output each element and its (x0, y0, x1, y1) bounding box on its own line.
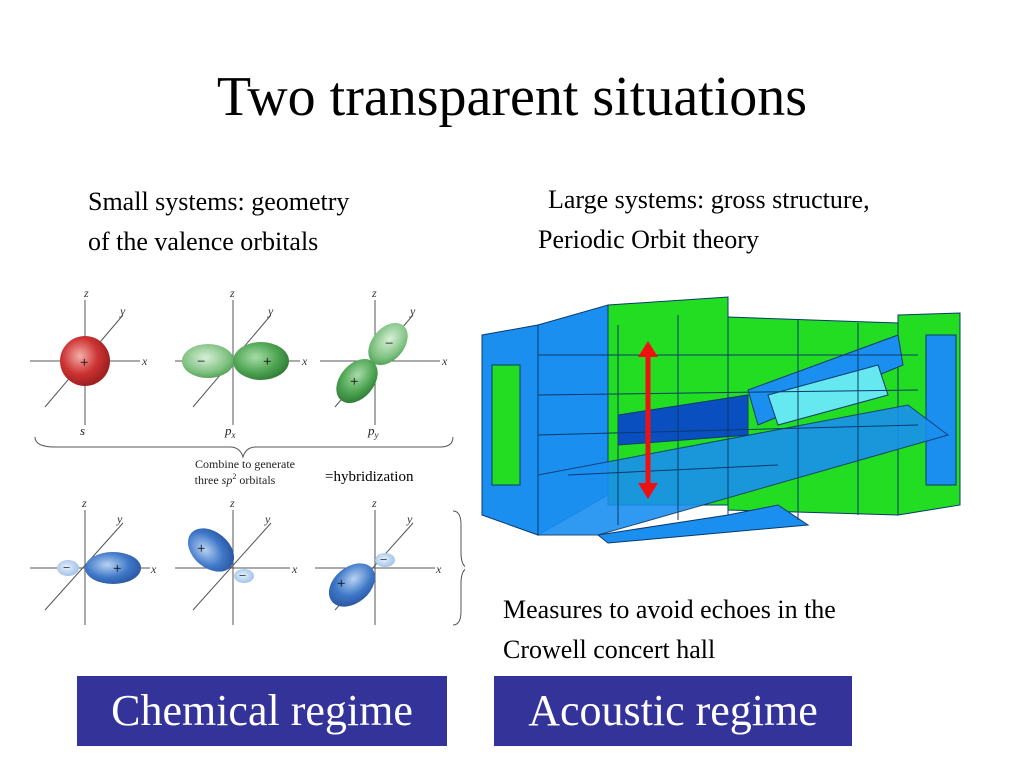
s-plus-sign: + (80, 355, 88, 371)
sp2b-z-label: z (229, 496, 235, 510)
px-orbital-label: px (224, 423, 236, 440)
px-plus-sign: + (263, 354, 271, 370)
sp2a-z-label: z (81, 496, 87, 510)
py-minus-sign: − (385, 336, 393, 352)
py-plus-sign: + (350, 374, 358, 390)
echo-arrow-head-up (638, 341, 658, 357)
sp2c-small-lobe (375, 553, 395, 567)
sp2a-plus-sign: + (113, 561, 121, 577)
left-caption: Small systems: geometry of the valence o… (88, 187, 350, 256)
sp2b-y-axis (192, 522, 272, 611)
hall-caption: Measures to avoid echoes in the Crowell … (503, 595, 836, 664)
px-x-label: x (301, 354, 308, 368)
combine-text-line1: Combine to generate (195, 457, 295, 471)
sp2a-large-lobe (85, 552, 141, 584)
px-minus-sign: − (197, 354, 205, 370)
echo-arrow-head-down (638, 483, 658, 499)
py-negative-lobe (368, 322, 408, 366)
sp2b-plus-sign: + (197, 541, 205, 557)
combine-text-line2: three sp2 orbitals (195, 472, 276, 487)
py-positive-lobe (336, 358, 378, 404)
hall-floor (537, 404, 950, 536)
sp2a-y-label: y (116, 512, 123, 526)
hall-left-panel (491, 364, 521, 486)
s-orbital-label: s (80, 423, 85, 438)
sp2a-x-label: x (150, 562, 157, 576)
orbital-diagram: + − + − + + − + − + − z y x z y x z y x … (30, 286, 465, 626)
s-z-label: z (83, 286, 89, 300)
sp2c-plus-sign: + (337, 576, 345, 592)
s-y-label: y (119, 304, 126, 318)
s-x-label: x (141, 354, 148, 368)
concert-hall-model (478, 295, 970, 547)
sp2b-y-label: y (264, 512, 271, 526)
sp2c-minus-sign: − (380, 552, 387, 567)
sp2c-y-label: y (406, 512, 413, 526)
sp2c-x-label: x (435, 562, 442, 576)
sp2a-y-axis (44, 522, 124, 611)
sp2b-x-label: x (291, 562, 298, 576)
result-brace (452, 510, 465, 626)
hall-frame-lines (537, 315, 919, 525)
chemical-regime-box: Chemical regime (77, 676, 447, 746)
s-orbital (60, 336, 110, 386)
sp2b-small-lobe (234, 569, 254, 583)
sp2b-large-lobe (187, 528, 235, 572)
sp2c-large-lobe (328, 563, 376, 607)
hall-stage (596, 504, 810, 544)
sp2a-small-lobe (57, 560, 79, 576)
hybridization-note: =hybridization (325, 469, 414, 485)
px-positive-lobe (233, 342, 289, 380)
py-orbital-label: py (367, 423, 379, 440)
px-z-label: z (229, 286, 235, 300)
hall-right-panel (925, 334, 957, 486)
py-z-label: z (371, 286, 377, 300)
sp2a-minus-sign: − (63, 560, 70, 575)
py-y-label: y (409, 304, 416, 318)
right-caption: Large systems: gross structure, Periodic… (538, 185, 870, 254)
px-negative-lobe (182, 344, 234, 378)
combine-brace (34, 436, 454, 459)
acoustic-regime-box: Acoustic regime (494, 676, 852, 746)
sp2b-minus-sign: − (239, 568, 246, 583)
slide-title: Two transparent situations (216, 66, 808, 128)
sp2c-z-label: z (371, 496, 377, 510)
py-x-label: x (441, 354, 448, 368)
px-y-label: y (267, 304, 274, 318)
